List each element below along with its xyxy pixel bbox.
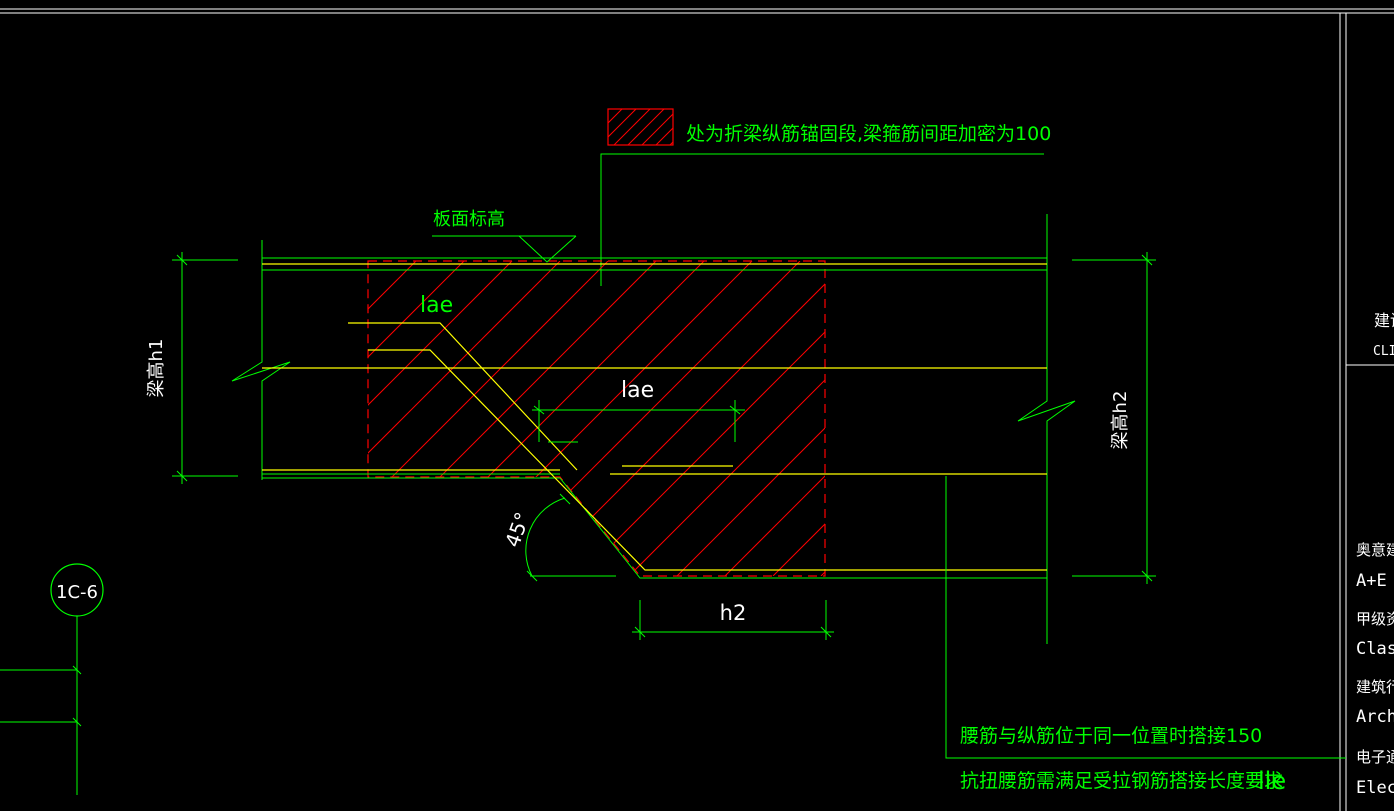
detail-tag	[0, 563, 104, 795]
hatch-line	[627, 109, 665, 145]
title-item-2-en: A+E	[1356, 571, 1387, 591]
title-item-5: 电子通	[1356, 748, 1394, 766]
anchorage-zone-outline	[367, 260, 826, 577]
hatch-line	[917, 261, 1232, 576]
rebars	[262, 263, 1047, 571]
note-torsion-waist: 抗扭腰筋需满足受拉钢筋搭接长度要求	[960, 770, 1283, 792]
hatch-line	[368, 261, 609, 576]
hatch-line	[676, 261, 825, 576]
hatch-line	[772, 261, 825, 576]
hatch-line	[608, 109, 609, 110]
lae-top-label: lae	[420, 293, 453, 318]
slab-elevation-symbol	[432, 235, 577, 263]
lle-label: lle	[1258, 767, 1286, 795]
title-item-1: 建设	[1374, 311, 1394, 330]
title-item-2: 奥意建	[1356, 541, 1394, 559]
hatch-line	[368, 261, 513, 576]
hatch-line	[368, 261, 417, 576]
detail-tag-label: 1C-6	[56, 582, 98, 603]
h2-label: h2	[720, 601, 747, 625]
hatch-line	[1061, 261, 1376, 576]
legend-hatch-box	[607, 108, 674, 146]
title-item-5-en: Elec	[1356, 778, 1394, 798]
beam-h1-dimension	[172, 252, 238, 484]
lae-mid-label: lae	[621, 378, 654, 403]
title-item-4: 建筑行	[1356, 678, 1394, 696]
hatch-line	[484, 261, 801, 576]
hatch-line	[368, 261, 465, 576]
hatch-line	[724, 261, 825, 576]
title-item-3-en: Clas	[1356, 639, 1394, 659]
lae-mid-dimension	[532, 400, 745, 443]
hatch-line	[1013, 261, 1328, 576]
legend-leader-line	[600, 153, 1044, 286]
hatch-line	[628, 261, 825, 576]
title-item-3: 甲级资	[1356, 610, 1394, 628]
hatch-line	[580, 261, 825, 576]
angle-label: 45°	[500, 509, 535, 551]
hatch-line	[608, 109, 623, 124]
hatch-line	[1109, 261, 1394, 576]
hatch-line	[613, 109, 651, 145]
hatch-line	[532, 261, 825, 576]
hatch-line	[820, 261, 825, 576]
legend-note: 处为折梁纵筋锚固段,梁箍筋间距加密为100	[686, 123, 1051, 145]
legend-hatch-lines	[608, 109, 673, 145]
note-leader-line	[945, 476, 1346, 759]
h2-dimension	[632, 600, 834, 640]
hatch-line	[368, 261, 561, 576]
hatch-line	[641, 113, 673, 145]
hatch-line	[368, 261, 657, 576]
beam-h2-dimension	[1072, 252, 1156, 584]
drawing-frame	[0, 8, 1394, 811]
hatch-line	[655, 127, 673, 145]
slab-elevation-label: 板面标高	[433, 209, 505, 230]
beam-h1-label: 梁高h1	[146, 339, 167, 398]
hatch-line	[436, 261, 753, 576]
hatch-line	[608, 109, 637, 138]
title-item-4-en: Arch	[1356, 707, 1394, 727]
note-waist-lap: 腰筋与纵筋位于同一位置时搭接150	[960, 725, 1262, 747]
anchorage-zone-hatch	[368, 261, 1394, 576]
beam-h2-label: 梁高h2	[1110, 391, 1131, 450]
beam-outline	[231, 214, 1076, 644]
title-item-1-en: CLIE	[1373, 344, 1394, 359]
angle-marker	[525, 493, 616, 582]
hatch-line	[368, 261, 369, 576]
title-block: 建设 CLIE 奥意建 A+E 甲级资 Clas 建筑行 Arch 电子通 El…	[1356, 311, 1394, 798]
